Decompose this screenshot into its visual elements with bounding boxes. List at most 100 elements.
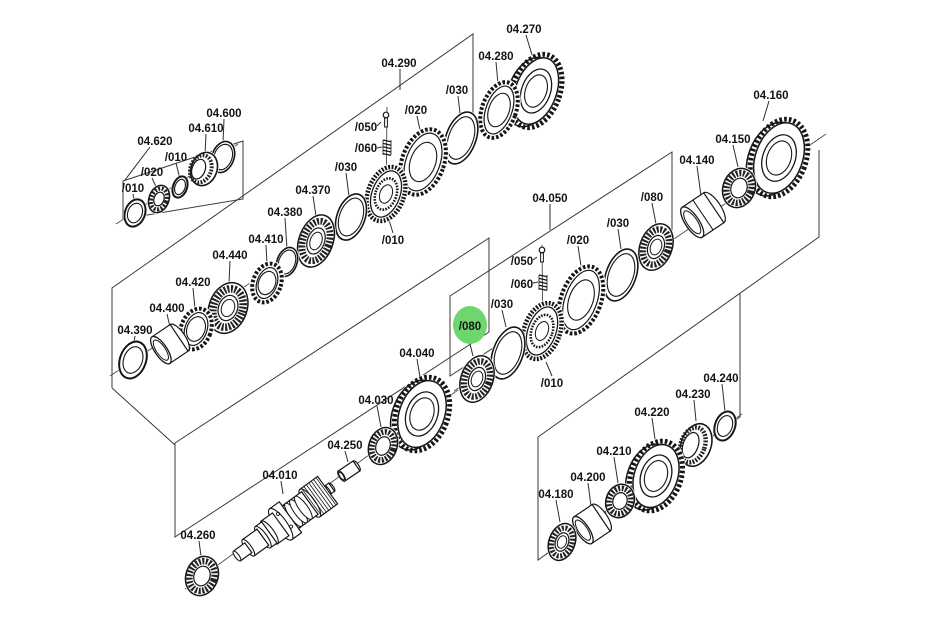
part-label-04.370[interactable]: 04.370: [295, 185, 330, 197]
part-04.280-synchro-ring: [477, 79, 521, 141]
part-04.400-sleeve: [149, 323, 190, 365]
part-label-04.250[interactable]: 04.250: [327, 440, 362, 452]
part-04.050-080-bearing-highlighted: [458, 354, 496, 404]
leader-04.240: [721, 383, 726, 412]
frame-box-1: [111, 33, 474, 388]
part-04.210-roller-cage: [604, 482, 636, 520]
part-label-080[interactable]: /080: [641, 192, 663, 204]
leader-04.030: [376, 405, 382, 428]
part-04.150-needle-cage: [720, 166, 758, 210]
part-label-04.620[interactable]: 04.620: [137, 136, 172, 148]
leader-/010: [388, 219, 394, 234]
part-label-04.220[interactable]: 04.220: [634, 407, 669, 419]
part-label-04.600[interactable]: 04.600: [206, 108, 241, 120]
part-label-04.380[interactable]: 04.380: [267, 207, 302, 219]
leader-/030: [501, 309, 507, 328]
leader-04.210: [613, 456, 619, 484]
part-label-020[interactable]: /020: [141, 167, 163, 179]
part-label-030[interactable]: /030: [491, 299, 513, 311]
leader-/080: [651, 202, 657, 225]
leader-/050: [376, 121, 382, 127]
leader-04.230: [693, 399, 697, 422]
part-label-04.230[interactable]: 04.230: [675, 389, 710, 401]
part-label-050[interactable]: /050: [511, 256, 533, 268]
part-label-060[interactable]: /060: [355, 143, 377, 155]
part-04.050-060-spring: [538, 274, 548, 292]
part-04.440-bearing: [206, 281, 250, 335]
part-04.040-gear: [389, 374, 453, 454]
part-label-04.140[interactable]: 04.140: [679, 155, 714, 167]
part-04.290-050-pin: [382, 111, 390, 128]
part-04.260-roller-bearing: [183, 554, 221, 598]
part-label-030[interactable]: /030: [335, 162, 357, 174]
part-04.050-010-synchro-hub: [519, 300, 565, 362]
part-label-04.410[interactable]: 04.410: [248, 234, 283, 246]
leader-04.250: [344, 450, 349, 463]
leader-04.040: [416, 358, 421, 378]
part-label-020[interactable]: /020: [567, 235, 589, 247]
leader-/050: [532, 256, 538, 261]
leader-04.600: [222, 118, 225, 144]
part-04.250-pin: [337, 460, 361, 482]
part-04.290-030-ring-lower: [334, 192, 368, 242]
leader-04.370: [312, 195, 317, 217]
part-label-04.440[interactable]: 04.440: [212, 250, 247, 262]
part-04.140-split-sleeve: [680, 191, 726, 239]
part-label-04.420[interactable]: 04.420: [175, 277, 210, 289]
part-04.620-circlip-2: [122, 197, 148, 229]
leader-04.010: [280, 480, 284, 495]
part-04.410-ring: [249, 260, 285, 306]
part-label-04.270[interactable]: 04.270: [506, 24, 541, 36]
parts-layer: [117, 51, 811, 598]
part-label-04.030[interactable]: 04.030: [358, 395, 393, 407]
leader-04.440: [228, 260, 231, 284]
frame-box-5: [537, 150, 820, 438]
part-label-04.160[interactable]: 04.160: [753, 90, 788, 102]
leader-04.280: [495, 61, 499, 85]
part-label-010[interactable]: /010: [122, 183, 144, 195]
part-label-010[interactable]: /010: [382, 235, 404, 247]
part-04.230-taper-bearing: [677, 422, 714, 468]
part-04.200-sleeve: [571, 503, 612, 545]
leader-04.160: [762, 100, 770, 122]
part-label-04.200[interactable]: 04.200: [570, 472, 605, 484]
part-04.620-circlip-1: [170, 174, 190, 200]
part-label-04.050[interactable]: 04.050: [532, 193, 567, 205]
part-label-030[interactable]: /030: [607, 218, 629, 230]
part-04.010-shaft: [232, 475, 339, 562]
leader-04.150: [732, 144, 739, 168]
part-label-010[interactable]: /010: [165, 152, 187, 164]
part-label-04.290[interactable]: 04.290: [381, 58, 416, 70]
part-label-04.180[interactable]: 04.180: [538, 489, 573, 501]
leader-04.420: [192, 287, 196, 310]
part-label-04.260[interactable]: 04.260: [180, 530, 215, 542]
leader-04.180: [555, 499, 561, 523]
part-label-030[interactable]: /030: [446, 85, 468, 97]
part-label-04.390[interactable]: 04.390: [117, 325, 152, 337]
labels-layer: 04.620/010/020/010 04.610 04.600 04.290/030…: [117, 24, 788, 542]
leader-/030: [345, 172, 350, 197]
part-label-050[interactable]: /050: [355, 122, 377, 134]
highlighted-part-label-080[interactable]: /080: [459, 321, 481, 333]
part-label-04.240[interactable]: 04.240: [703, 373, 738, 385]
part-label-04.210[interactable]: 04.210: [596, 446, 631, 458]
part-04.220-gear: [624, 438, 686, 514]
part-04.180-bearing: [546, 522, 578, 562]
leader-lines: [124, 34, 770, 557]
part-label-04.010[interactable]: 04.010: [262, 470, 297, 482]
part-04.240-circlip: [712, 410, 738, 442]
leader-04.410: [265, 244, 268, 265]
part-label-04.040[interactable]: 04.040: [399, 348, 434, 360]
part-label-060[interactable]: /060: [511, 279, 533, 291]
part-04.030-roller-bearing: [366, 426, 400, 466]
part-label-04.400[interactable]: 04.400: [149, 303, 184, 315]
leader-04.270: [525, 34, 533, 56]
part-label-020[interactable]: /020: [405, 105, 427, 117]
part-label-04.280[interactable]: 04.280: [478, 51, 513, 63]
part-label-010[interactable]: /010: [541, 378, 563, 390]
leader-/020: [577, 245, 582, 267]
part-label-04.610[interactable]: 04.610: [188, 123, 223, 135]
leader-04.200: [587, 482, 592, 507]
part-label-04.150[interactable]: 04.150: [715, 134, 750, 146]
